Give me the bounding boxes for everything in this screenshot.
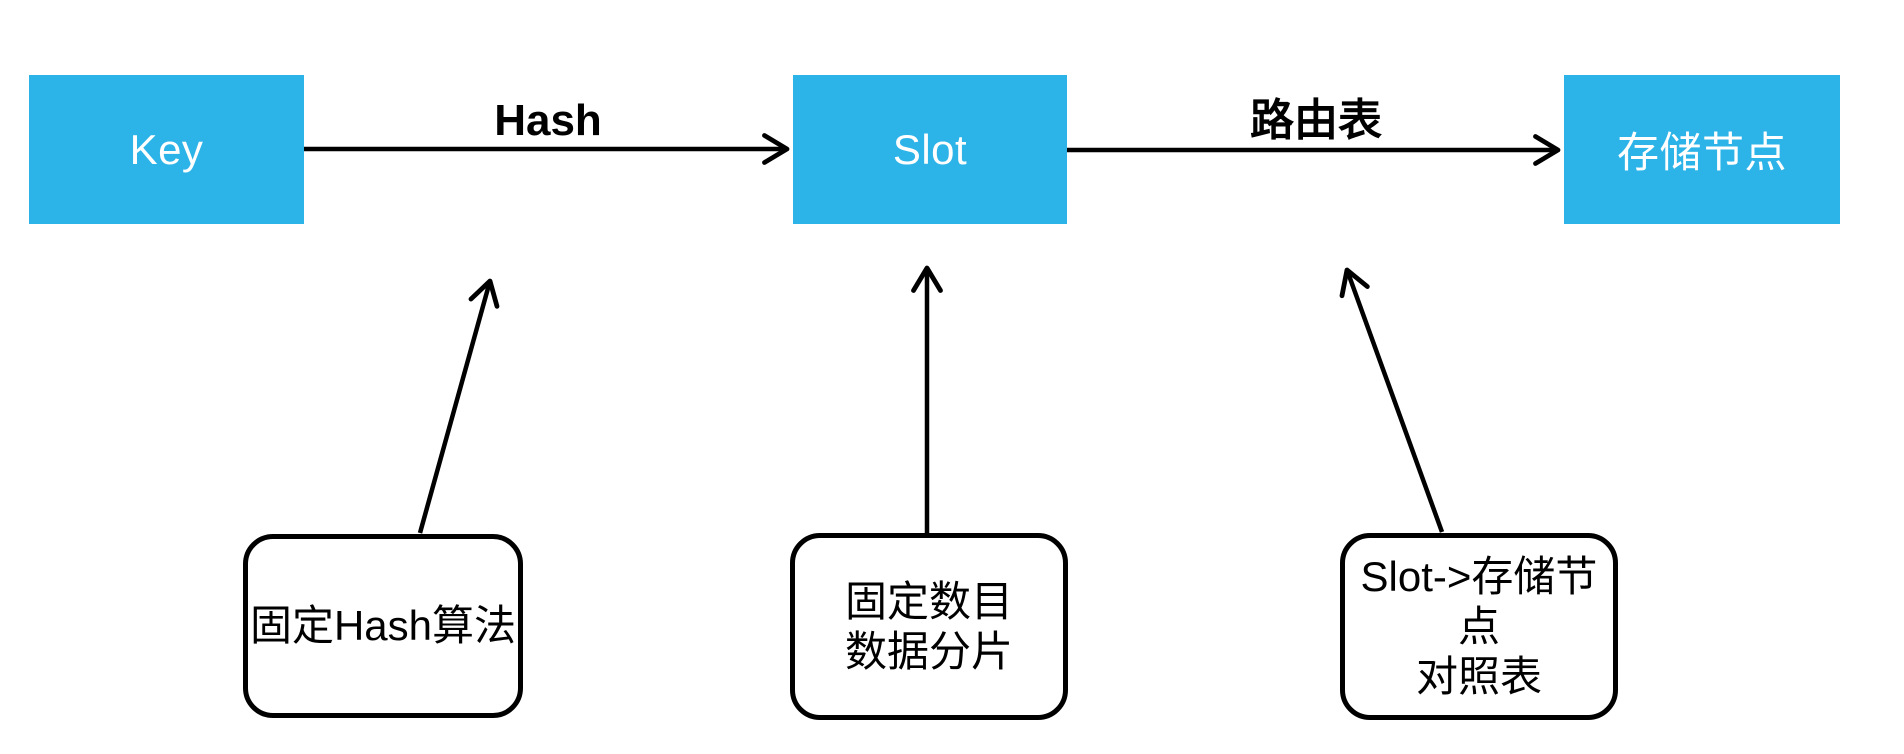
note-mapping-table-arrow — [1339, 267, 1445, 533]
node-storage-node: 存储节点 — [1564, 75, 1840, 224]
edge-label-route-table: 路由表 — [1250, 96, 1382, 145]
node-storage-node-label: 存储节点 — [1616, 129, 1787, 176]
edge-label-hash: Hash — [494, 96, 602, 145]
note-hash-algorithm-arrow — [417, 278, 500, 534]
node-key-label: Key — [129, 125, 204, 173]
node-slot: Slot — [793, 75, 1067, 224]
note-mapping-table: Slot->存储节点 对照表 — [1340, 533, 1618, 720]
note-hash-algorithm: 固定Hash算法 — [243, 534, 523, 718]
node-slot-label: Slot — [892, 125, 968, 173]
note-hash-algorithm-label: 固定Hash算法 — [249, 602, 517, 649]
note-fixed-shards-label: 固定数目 数据分片 — [844, 577, 1013, 675]
note-fixed-shards: 固定数目 数据分片 — [790, 533, 1068, 720]
node-key: Key — [29, 75, 304, 224]
note-mapping-table-label: Slot->存储节点 对照表 — [1360, 552, 1598, 700]
